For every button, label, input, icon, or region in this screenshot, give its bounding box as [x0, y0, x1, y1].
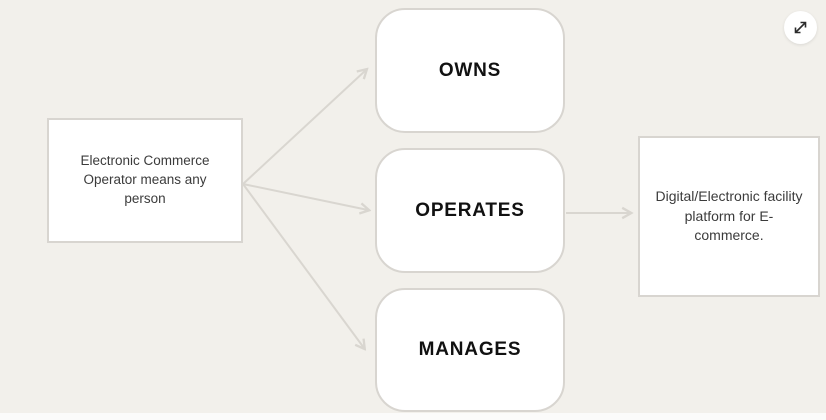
node-platform-label: Digital/Electronic facility platform for… [655, 188, 803, 244]
expand-diagonal-arrows-icon [794, 21, 807, 34]
node-owns-label: OWNS [438, 59, 502, 81]
node-operates-label: OPERATES [415, 199, 525, 221]
node-operates[interactable]: OPERATES [375, 148, 565, 273]
connector-operator-manages [242, 183, 364, 348]
node-operator[interactable]: Electronic Commerce Operator means any p… [47, 118, 243, 243]
connector-operator-owns [242, 70, 366, 185]
connector-operator-operates [242, 183, 368, 210]
node-manages-label: MANAGES [418, 339, 522, 360]
node-platform[interactable]: Digital/Electronic facility platform for… [638, 136, 820, 297]
node-manages[interactable]: MANAGES [375, 288, 565, 412]
expand-button[interactable] [784, 11, 817, 44]
node-owns[interactable]: OWNS [375, 8, 565, 133]
node-operator-label: Electronic Commerce Operator means any p… [80, 153, 210, 206]
bottom-strip [0, 413, 826, 420]
